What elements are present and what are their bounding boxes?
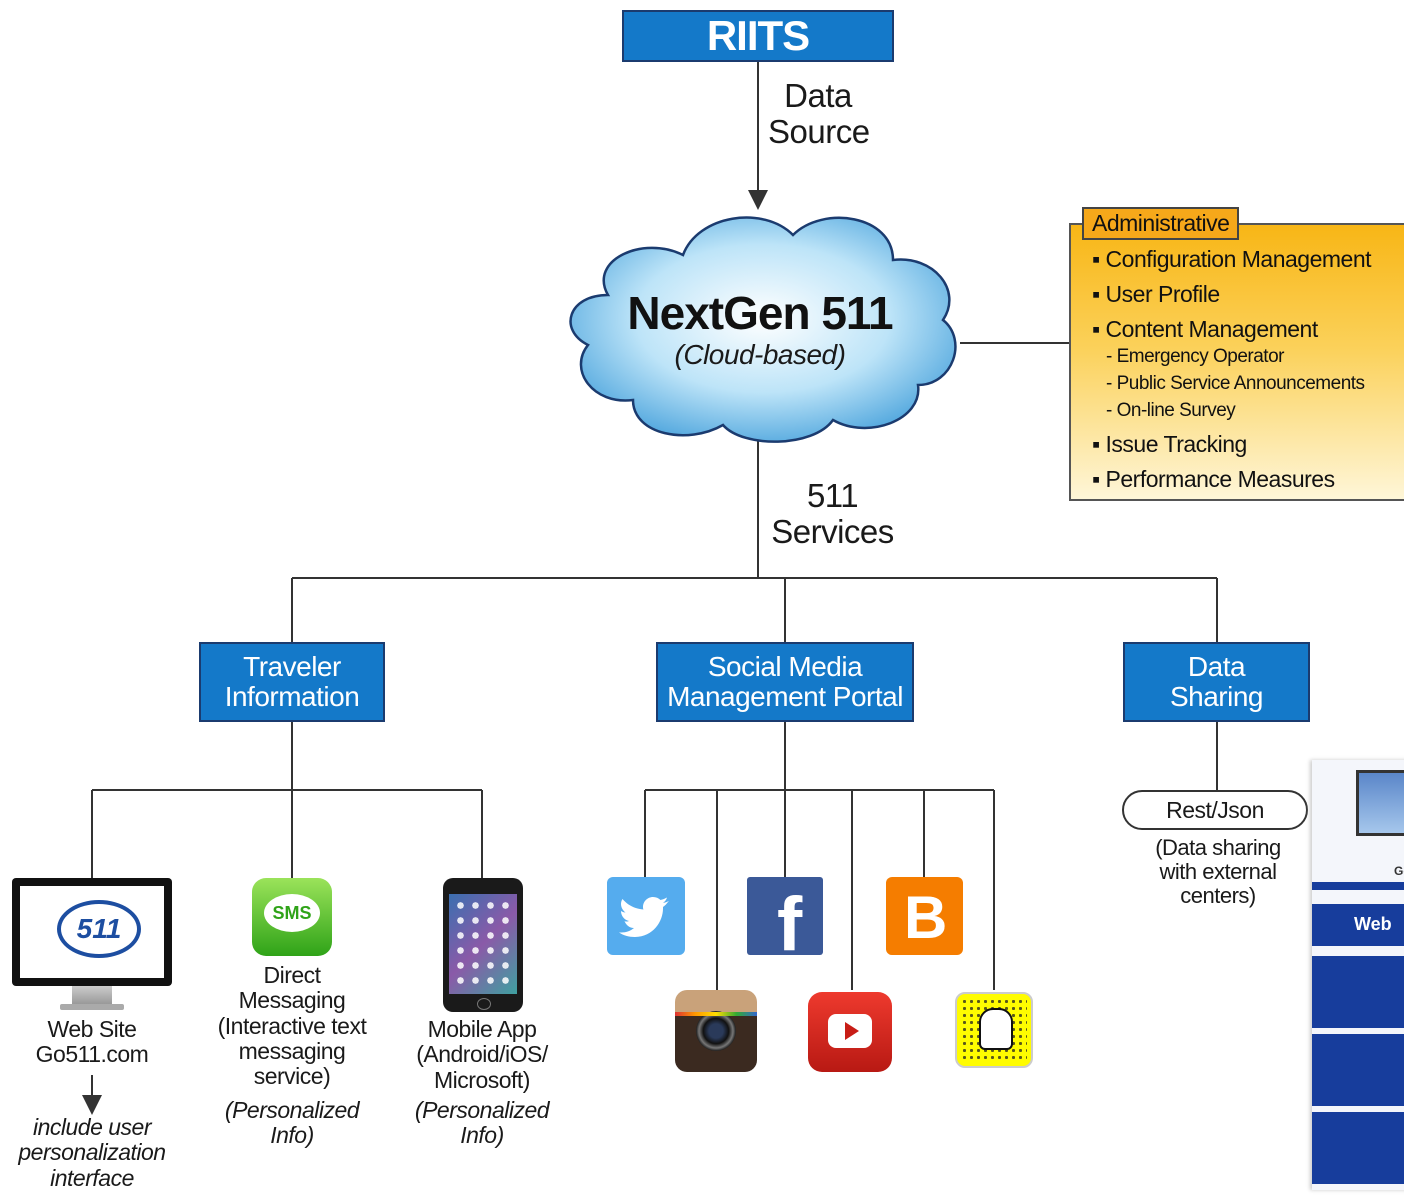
social-media-portal-box: Social Media Management Portal xyxy=(656,642,914,722)
website-note: include user personalization interface xyxy=(18,1114,166,1191)
admin-item: ▪ User Profile xyxy=(1092,281,1220,307)
cloud-subtitle: (Cloud-based) xyxy=(674,339,846,370)
instagram-icon xyxy=(675,990,757,1072)
data-source-label: Data Source xyxy=(768,77,870,151)
website-thumbnail: Go Web xyxy=(1312,760,1404,1190)
traveler-information-box: Traveler Information xyxy=(199,642,385,722)
administrative-title: Administrative xyxy=(1082,207,1240,240)
administrative-panel xyxy=(1069,223,1404,501)
mobile-note: (Personalized Info) xyxy=(414,1097,550,1149)
admin-item: ▪ Performance Measures xyxy=(1092,466,1335,492)
sms-label: Direct Messaging (Interactive text messa… xyxy=(217,962,367,1090)
admin-subitem: - On-line Survey xyxy=(1106,400,1236,421)
website-label: Web Site Go511.com xyxy=(35,1016,149,1068)
admin-item: ▪ Issue Tracking xyxy=(1092,431,1247,457)
devices-image xyxy=(1356,770,1404,836)
cloud-title: NextGen 511 xyxy=(627,287,893,339)
riits-title: RIITS xyxy=(706,12,810,59)
nextgen-cloud xyxy=(569,216,957,443)
facebook-icon: f xyxy=(747,877,823,955)
monitor-icon: 511 xyxy=(12,878,172,986)
monitor-stand xyxy=(72,986,112,1004)
data-sharing-desc: (Data sharing with external centers) xyxy=(1155,835,1281,909)
mobile-label: Mobile App (Android/iOS/ Microsoft) xyxy=(416,1016,548,1093)
services-label: 511 Services xyxy=(771,477,894,551)
admin-item: ▪ Content Management xyxy=(1092,316,1318,342)
twitter-icon xyxy=(607,877,685,955)
data-sharing-box: Data Sharing xyxy=(1123,642,1310,722)
sms-icon: SMS xyxy=(252,878,332,956)
riits-source-box: RIITS xyxy=(622,10,894,62)
smartphone-icon xyxy=(443,878,523,1012)
sms-note: (Personalized Info) xyxy=(224,1097,360,1149)
snapchat-icon xyxy=(955,992,1033,1068)
youtube-icon xyxy=(808,992,892,1072)
rest-json-pill: Rest/Json xyxy=(1122,790,1308,830)
go511-logo: 511 xyxy=(57,900,141,958)
admin-subitem: - Emergency Operator xyxy=(1106,346,1284,367)
admin-item: ▪ Configuration Management xyxy=(1092,246,1372,272)
admin-subitem: - Public Service Announcements xyxy=(1106,373,1365,394)
blogger-icon: B xyxy=(886,877,963,955)
